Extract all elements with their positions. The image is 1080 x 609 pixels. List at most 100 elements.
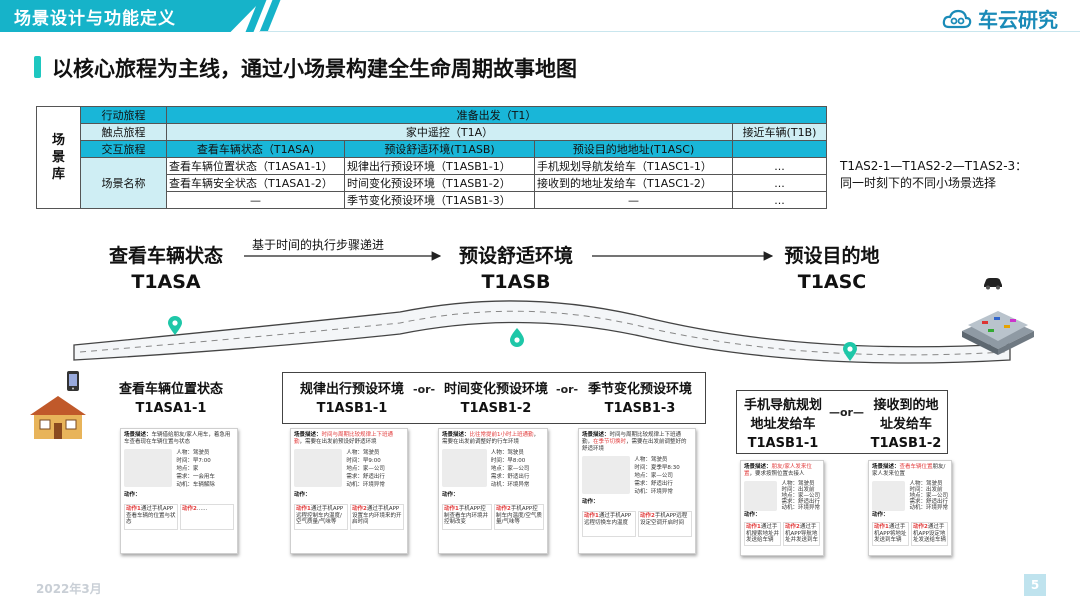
sub-scene-code: T1ASB1-1	[316, 401, 388, 416]
action-journey-cell: 准备出发（T1）	[166, 106, 827, 124]
or-label: -or-	[413, 383, 436, 396]
card-description: 场景描述：查看车辆位置朋友/家人发来位置	[872, 464, 946, 477]
title-accent-bar	[34, 56, 41, 78]
scene-cell: ...	[732, 191, 827, 209]
footer-date: 2022年3月	[36, 582, 102, 596]
sub-scene-code: T1ASB1-1	[747, 436, 819, 451]
sub-scene-name: 址发给车	[879, 417, 932, 432]
logo: 车云研究	[942, 4, 1058, 33]
journey-step-2: 预设舒适环境 T1ASB	[444, 243, 588, 295]
scenario-illustration	[744, 481, 778, 511]
interact-journey-cell: 预设舒适环境(T1ASB)	[344, 140, 535, 158]
side-note-line: T1AS2-1—T1AS2-2—T1AS2-3：	[840, 159, 1028, 173]
or-label: -or-	[556, 383, 579, 396]
location-pin-icon	[168, 316, 182, 335]
sub-scene-b2: 时间变化预设环境 T1ASB1-2	[436, 380, 556, 418]
journey-step-code: T1ASA	[131, 271, 201, 293]
card-description: 场景描述：比往常提前1小时上班通勤，需要在出发前调整好的行车环境	[442, 432, 540, 445]
scene-cell: —	[534, 191, 733, 209]
scene-cell: 接收到的地址发给车（T1ASC1-2）	[534, 174, 733, 192]
card-action: 动作2手机APP控制车内温度/空气质量/气味等	[494, 504, 544, 530]
row-label-scene: 场景名称	[80, 157, 167, 209]
journey-step-name: 查看车辆状态	[108, 245, 223, 267]
card-action: 动作1手机APP控制查看车内环境并控制改变	[442, 504, 492, 530]
scene-library-label: 场景库	[36, 106, 81, 209]
scenario-illustration	[442, 449, 487, 487]
scenario-card-b1: 场景描述：时间与周期比较规律上下班通勤，需要在出发前预设好舒适环境 人物：驾驶员…	[290, 428, 408, 554]
time-arrow-label: 基于时间的执行步骤递进	[252, 238, 385, 252]
scenario-card-a1: 场景描述：车辆借给朋友/家人用车，着急用车查看现在车辆位置与状态 人物：驾驶员时…	[120, 428, 238, 554]
main-title: 以核心旅程为主线，通过小场景构建全生命周期故事地图	[52, 57, 577, 81]
scene-cell: ...	[732, 157, 827, 175]
card-action: 动作1通过手机APP将地址发送到车辆	[872, 522, 909, 546]
scene-cell: ...	[732, 174, 827, 192]
scenario-illustration	[582, 456, 631, 494]
scene-cell: 时间变化预设环境（T1ASB1-2）	[344, 174, 535, 192]
card-persona: 人物：驾驶员时间：出发前地点：家—公司需求：舒适出行动机：环境异常	[781, 481, 820, 511]
scene-library-table: 场景库 行动旅程 准备出发（T1） 触点旅程 家中遥控（T1A） 接近车辆(T1…	[36, 106, 827, 209]
sub-scene-c2: 接收到的地 址发给车 T1ASB1-2	[864, 396, 948, 453]
road-center-line	[79, 310, 1006, 356]
parking-lot-icon	[962, 311, 1034, 355]
card-action: 动作2通过手机APP导航地址并发送到车	[783, 522, 820, 546]
row-label-touch: 触点旅程	[80, 123, 167, 141]
sub-scene-name: 季节变化预设环境	[587, 382, 692, 397]
scene-cell: 查看车辆位置状态（T1ASA1-1）	[166, 157, 345, 175]
sub-scene-code: T1ASB1-2	[870, 436, 942, 451]
sub-scene-name: 接收到的地	[873, 398, 939, 413]
card-action: 动作1通过手机APP查看车辆的位置与状态	[124, 504, 178, 530]
sub-scene-name: 规律出行预设环境	[299, 382, 404, 397]
journey-step-name: 预设舒适环境	[458, 245, 573, 267]
row-label-action: 行动旅程	[80, 106, 167, 124]
interact-journey-cell: 预设目的地地址(T1ASC)	[534, 140, 733, 158]
side-note-line: 同一时刻下的不同小场景选择	[840, 176, 997, 190]
interact-journey-cell	[732, 140, 827, 158]
scenario-illustration	[124, 449, 173, 487]
card-description: 场景描述：时间与周期比较规律上下班通勤，需要在出发前预设好舒适环境	[294, 432, 394, 445]
card-action: 动作2......	[180, 504, 234, 530]
card-action: 动作2通过手机APP设置车内环境来的开启时间	[350, 504, 404, 530]
car-icon	[984, 278, 1002, 290]
sub-scene-code: T1ASB1-3	[604, 401, 676, 416]
sub-scene-code: T1ASA1-1	[135, 401, 207, 416]
page-number: 5	[1024, 574, 1046, 596]
scene-cell: 查看车辆安全状态（T1ASA1-2）	[166, 174, 345, 192]
location-pin-icon	[510, 328, 524, 347]
phone-icon	[67, 371, 79, 391]
interact-journey-cell: 查看车辆状态（T1ASA)	[166, 140, 345, 158]
scenario-card-c2: 场景描述：查看车辆位置朋友/家人发来位置 人物：驾驶员时间：出发前地点：家—公司…	[868, 460, 952, 556]
card-action: 动作1通过手机APP远程控制车内温度/空气质量/气味等	[294, 504, 348, 530]
card-action: 动作2手机APP远程设定空调开启时间	[638, 511, 692, 537]
journey-step-1: 查看车辆状态 T1ASA	[94, 243, 238, 295]
location-pin-icon	[843, 342, 857, 361]
sub-scene-name: 时间变化预设环境	[443, 382, 548, 397]
card-action: 动作1通过手机搜索地址并发送给车辆	[744, 522, 781, 546]
sub-scene-code: T1ASB1-2	[460, 401, 532, 416]
sub-scene-c1: 手机导航规划 地址发给车 T1ASB1-1	[740, 396, 826, 453]
card-description: 场景描述：朋友/家人发来位置，要求按照位置去接人	[744, 464, 812, 477]
scene-cell: 手机规划导航发给车（T1ASC1-1）	[534, 157, 733, 175]
scenario-illustration	[294, 449, 343, 487]
sub-scenes-b-frame	[282, 372, 706, 424]
touch-journey-cell: 家中遥控（T1A）	[166, 123, 733, 141]
card-description: 场景描述：时间与周期比较规律上下班通勤，在季节切换时，需要在出发前调整好的舒适环…	[582, 432, 687, 452]
sub-scene-b3: 季节变化预设环境 T1ASB1-3	[580, 380, 700, 418]
sub-scenes-c-frame	[736, 390, 948, 454]
scene-cell: 规律出行预设环境（T1ASB1-1）	[344, 157, 535, 175]
sub-scene-name: 手机导航规划	[743, 398, 822, 413]
scene-cell: 季节变化预设环境（T1ASB1-3）	[344, 191, 535, 209]
side-note: T1AS2-1—T1AS2-2—T1AS2-3： 同一时刻下的不同小场景选择	[840, 158, 1027, 192]
scenario-card-b3: 场景描述：时间与周期比较规律上下班通勤，在季节切换时，需要在出发前调整好的舒适环…	[578, 428, 696, 554]
road-band	[73, 300, 1011, 364]
cloud-logo-icon	[942, 9, 972, 28]
card-description: 场景描述：车辆借给朋友/家人用车，着急用车查看现在车辆位置与状态	[124, 432, 231, 445]
page-section-title: 场景设计与功能定义	[14, 9, 176, 29]
journey-step-code: T1ASB	[481, 271, 551, 293]
journey-road	[73, 251, 1011, 364]
or-label: —or—	[829, 406, 864, 419]
card-action: 动作1通过手机APP远程切换车内温度	[582, 511, 636, 537]
sub-scene-b1: 规律出行预设环境 T1ASB1-1	[286, 380, 418, 418]
